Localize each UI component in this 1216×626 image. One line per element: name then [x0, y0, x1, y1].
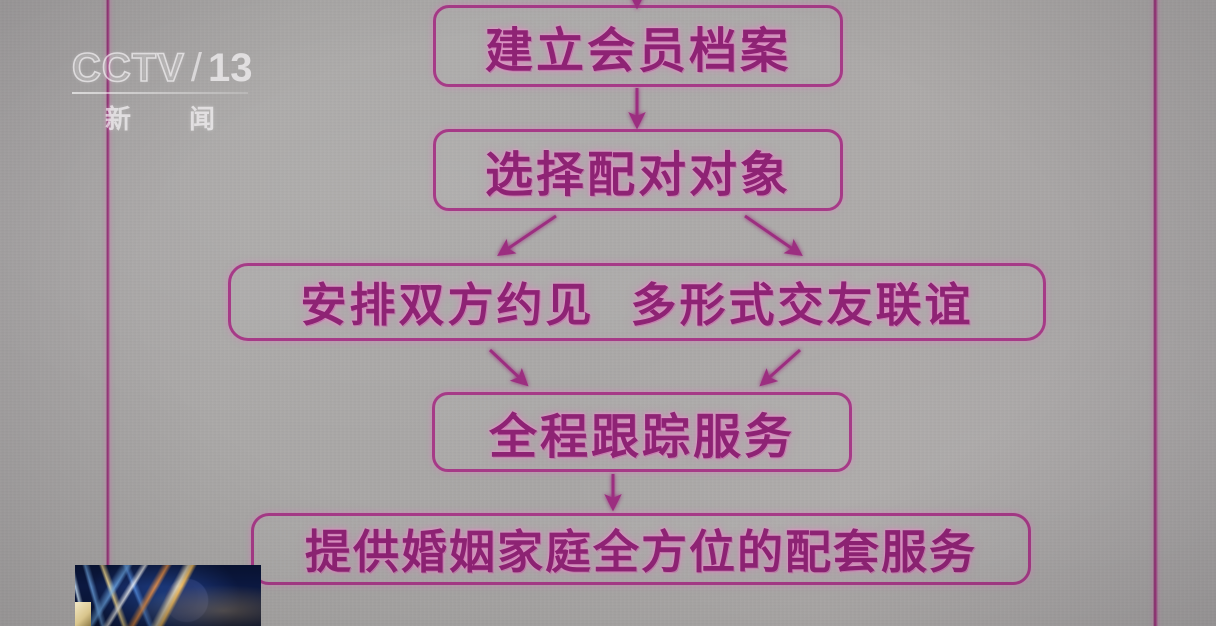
cctv-wordmark: CCTV [71, 46, 185, 90]
channel-subtitle: 新 闻 [104, 105, 231, 135]
flow-node-dual-label-group: 安排双方约见 多形式交友联谊 [301, 269, 974, 335]
flow-node-full-process-tracking: 全程跟踪服务 [432, 392, 852, 472]
watermark-underline [72, 92, 248, 94]
flow-node-comprehensive-services: 提供婚姻家庭全方位的配套服务 [251, 513, 1031, 585]
flow-node-label: 选择配对对象 [484, 147, 791, 203]
flow-node-establish-member-profile: 建立会员档案 [433, 5, 843, 87]
graphic-corner-accent [75, 602, 91, 626]
flow-node-select-match: 选择配对对象 [433, 129, 843, 211]
flow-node-label-arrange-meeting: 安排双方约见 [300, 278, 595, 332]
flow-node-meeting-and-social-events: 安排双方约见 多形式交友联谊 [228, 263, 1046, 341]
channel-separator: / [190, 46, 203, 90]
poster-left-rule [106, 0, 110, 626]
flow-node-label: 建立会员档案 [484, 23, 791, 79]
channel-number: 13 [208, 46, 253, 90]
graphic-layer-shade [75, 565, 261, 626]
poster-right-rule [1153, 0, 1158, 626]
channel-logo-row: CCTV / 13 [71, 38, 272, 90]
flow-node-label-social-events: 多形式交友联谊 [630, 278, 974, 332]
flow-node-label: 全程跟踪服务 [488, 409, 795, 465]
news-lower-third-graphic [75, 565, 261, 626]
cctv13-news-watermark: CCTV / 13 新 闻 [71, 38, 272, 135]
flow-node-label: 提供婚姻家庭全方位的配套服务 [305, 525, 977, 579]
graphic-layer-highlight [75, 565, 261, 626]
